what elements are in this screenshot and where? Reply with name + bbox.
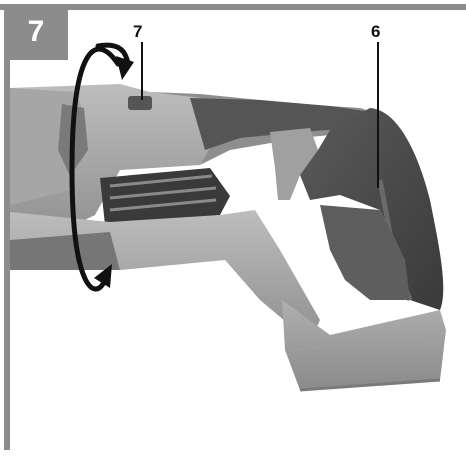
callout-label-7: 7 xyxy=(133,22,143,41)
callout-label-6: 6 xyxy=(371,22,381,41)
handle-grip-inner xyxy=(320,205,410,300)
figure-frame-top xyxy=(0,4,466,10)
figure-number-badge: 7 xyxy=(4,4,68,60)
trigger xyxy=(270,128,318,200)
ribbed-grip xyxy=(100,168,230,225)
rear-handle xyxy=(300,108,444,310)
rotary-switch xyxy=(128,96,152,110)
handle-top xyxy=(190,98,382,150)
figure-frame-left xyxy=(4,4,10,450)
rotation-arrow-icon xyxy=(69,42,134,292)
lower-body xyxy=(10,210,320,342)
